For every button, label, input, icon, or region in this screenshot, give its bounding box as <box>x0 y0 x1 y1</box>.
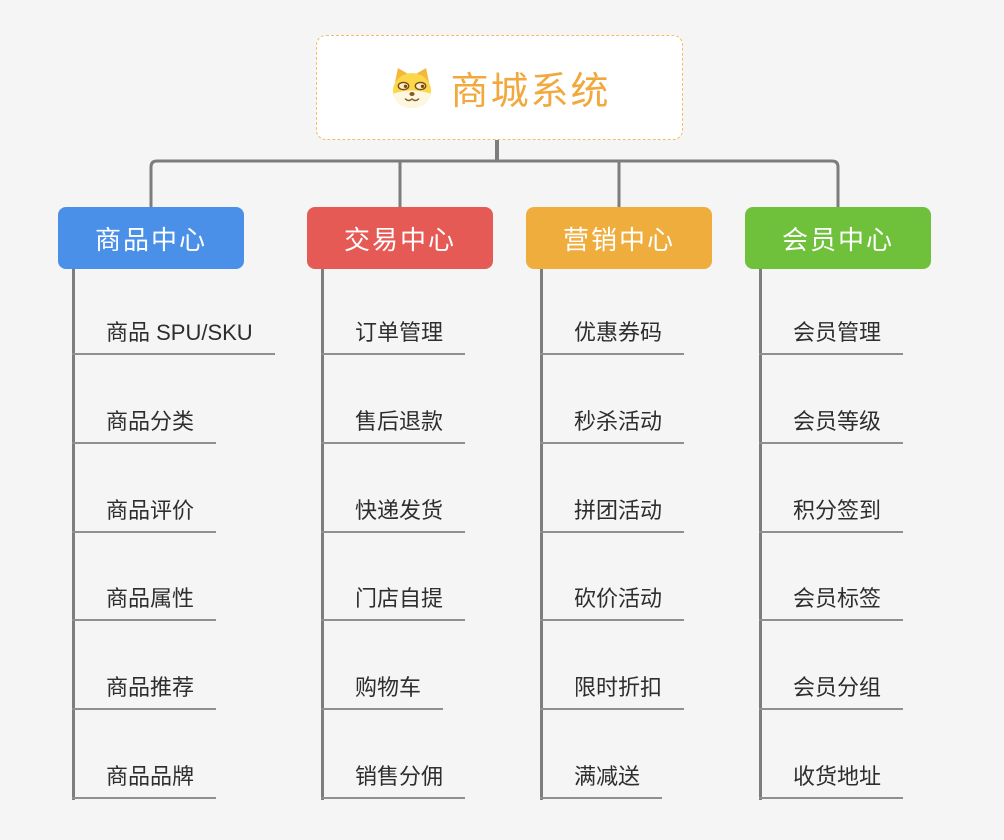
child-node[interactable]: 拼团活动 <box>540 498 685 533</box>
child-node[interactable]: 商品评价 <box>72 498 217 533</box>
child-node[interactable]: 购物车 <box>321 675 444 710</box>
child-node[interactable]: 商品分类 <box>72 409 217 444</box>
child-node[interactable]: 限时折扣 <box>540 675 685 710</box>
child-node[interactable]: 商品 SPU/SKU <box>72 320 275 355</box>
root-node[interactable]: 商城系统 <box>316 35 683 140</box>
child-node[interactable]: 会员管理 <box>759 320 904 355</box>
child-node[interactable]: 优惠券码 <box>540 320 685 355</box>
child-node[interactable]: 售后退款 <box>321 409 466 444</box>
child-node[interactable]: 会员标签 <box>759 586 904 621</box>
child-node[interactable]: 秒杀活动 <box>540 409 685 444</box>
child-node[interactable]: 会员分组 <box>759 675 904 710</box>
child-node[interactable]: 商品品牌 <box>72 764 217 799</box>
child-node[interactable]: 订单管理 <box>321 320 466 355</box>
branch-node[interactable]: 营销中心 <box>526 207 712 269</box>
child-node[interactable]: 砍价活动 <box>540 586 685 621</box>
child-node[interactable]: 门店自提 <box>321 586 466 621</box>
child-node[interactable]: 快递发货 <box>321 498 466 533</box>
child-node[interactable]: 商品属性 <box>72 586 217 621</box>
dog-face-icon <box>388 65 436 110</box>
child-node[interactable]: 会员等级 <box>759 409 904 444</box>
child-node[interactable]: 满减送 <box>540 764 663 799</box>
child-node[interactable]: 收货地址 <box>759 764 904 799</box>
branch-node[interactable]: 商品中心 <box>58 207 244 269</box>
child-node[interactable]: 商品推荐 <box>72 675 217 710</box>
child-node[interactable]: 销售分佣 <box>321 764 466 799</box>
branch-node[interactable]: 交易中心 <box>307 207 493 269</box>
root-node-label: 商城系统 <box>450 71 611 113</box>
child-node[interactable]: 积分签到 <box>759 498 904 533</box>
branch-node[interactable]: 会员中心 <box>745 207 931 269</box>
